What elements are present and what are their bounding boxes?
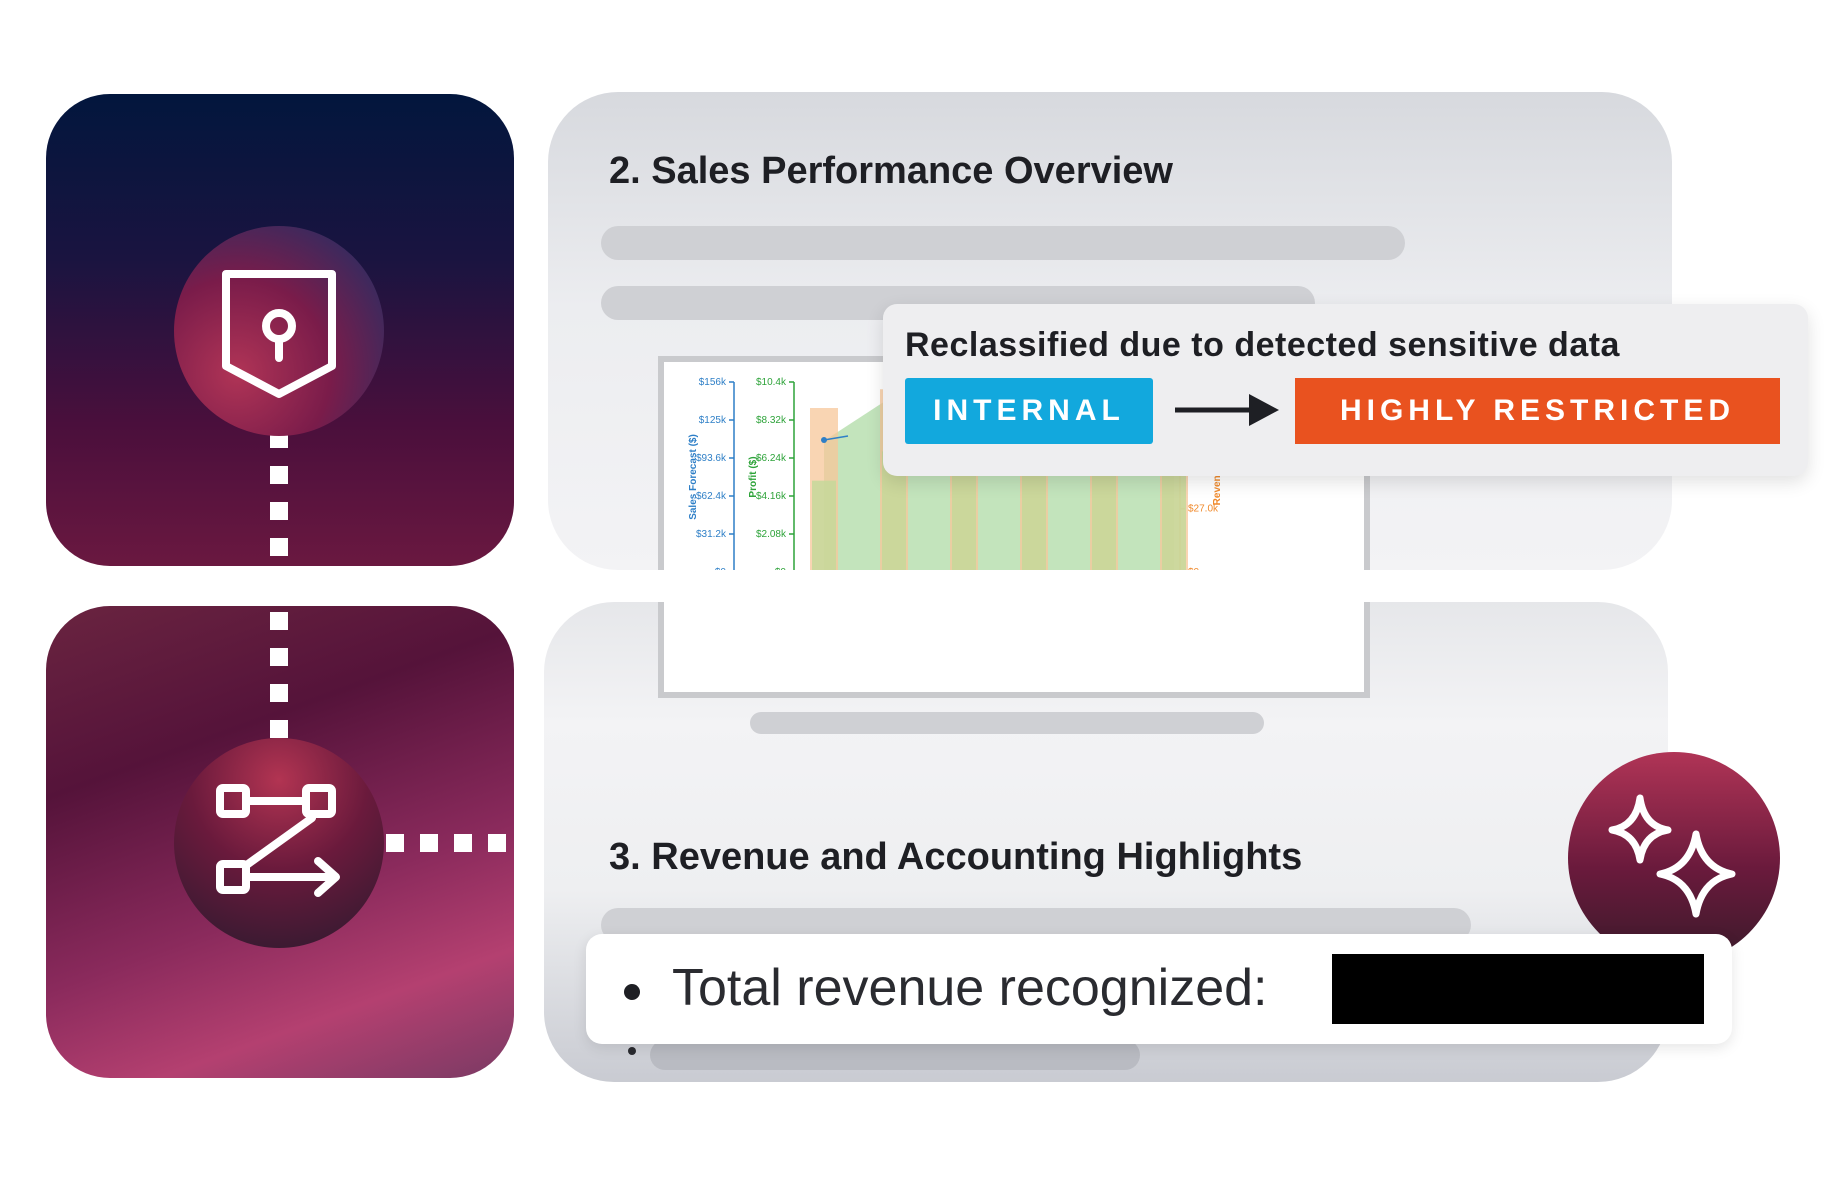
list-bullet xyxy=(624,984,640,1000)
axis-tick-label-left_outer: $93.6k xyxy=(696,453,727,464)
connector-middle xyxy=(270,612,288,738)
revenue-item-label: Total revenue recognized: xyxy=(672,959,1268,1017)
shield-lock-icon xyxy=(174,226,384,436)
text-placeholder-line xyxy=(601,226,1405,260)
classification-badge-highly-restricted: HIGHLY RESTRICTED xyxy=(1295,378,1780,444)
arrow-right-icon xyxy=(1175,394,1279,426)
connector-top xyxy=(270,430,288,556)
list-bullet xyxy=(628,1047,636,1055)
classification-badge-internal: INTERNAL xyxy=(905,378,1153,444)
section-gap xyxy=(548,570,1672,602)
axis-title-left_outer: Sales Forecast ($) xyxy=(688,434,699,520)
bar-profit xyxy=(812,480,836,572)
section-heading-sales: 2. Sales Performance Overview xyxy=(609,150,1173,192)
axis-tick-label-left_inner: $10.4k xyxy=(756,377,787,388)
text-placeholder-line xyxy=(750,712,1264,734)
axis-tick-label-left_outer: $62.4k xyxy=(696,491,727,502)
redacted-value xyxy=(1332,954,1704,1024)
axis-tick-label-left_outer: $125k xyxy=(699,415,727,426)
reclassification-notice: Reclassified due to detected sensitive d… xyxy=(883,304,1808,476)
workflow-icon xyxy=(174,738,384,948)
revenue-item-card: Total revenue recognized: xyxy=(586,934,1732,1044)
axis-title-right: Revenue ($) xyxy=(1212,449,1223,506)
axis-tick-label-right: $27.0k xyxy=(1188,504,1219,515)
axis-title-left_inner: Profit ($) xyxy=(748,456,759,497)
axis-tick-label-left_inner: $4.16k xyxy=(756,491,787,502)
series-line-sales-forecast xyxy=(823,435,849,441)
section-heading-revenue: 3. Revenue and Accounting Highlights xyxy=(609,836,1303,878)
reclassification-message: Reclassified due to detected sensitive d… xyxy=(905,326,1620,364)
axis-tick-label-left_inner: $8.32k xyxy=(756,415,787,426)
text-placeholder-line xyxy=(650,1040,1140,1070)
axis-tick-label-left_outer: $31.2k xyxy=(696,529,727,540)
connector-horizontal xyxy=(386,834,506,852)
axis-tick-label-left_inner: $6.24k xyxy=(756,453,787,464)
axis-tick-label-left_inner: $2.08k xyxy=(756,529,787,540)
sparkle-icon xyxy=(1568,752,1780,964)
axis-tick-label-left_outer: $156k xyxy=(699,377,727,388)
